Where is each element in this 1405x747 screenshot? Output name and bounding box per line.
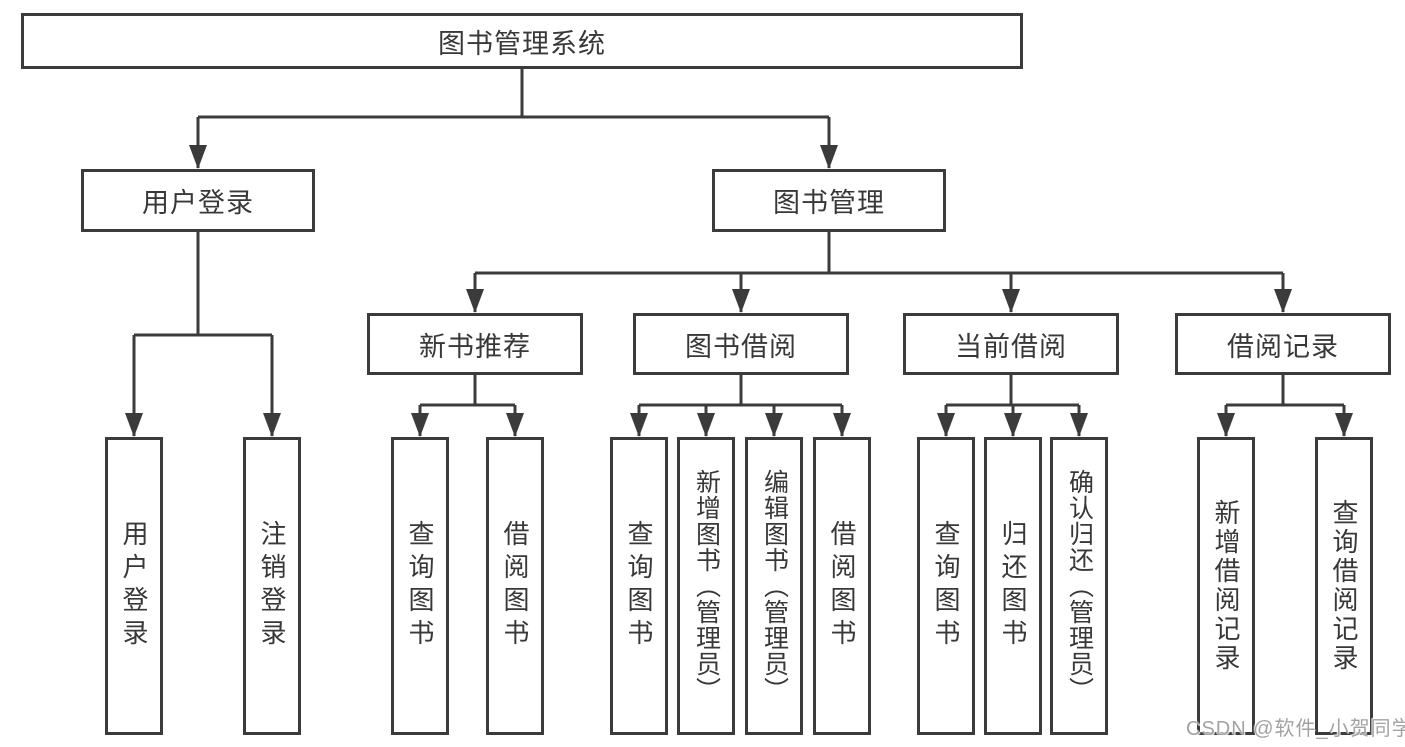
leaf-query-books-borrow: 查询图书 [610,437,668,735]
node-label: 图书借阅 [685,331,797,362]
leaf-add-books-admin: 新增图书（管理员） [677,437,735,735]
leaf-label: 借阅图书 [500,520,530,652]
leaf-add-borrow-record: 新增借阅记录 [1197,437,1255,735]
leaf-label: 确认归还（管理员） [1065,469,1094,703]
node-user-login: 用户登录 [81,169,315,232]
leaf-query-books-recommend: 查询图书 [391,437,449,735]
leaf-label: 新增图书（管理员） [692,469,721,703]
leaf-logout: 注销登录 [243,437,301,735]
node-label: 图书管理系统 [438,28,606,59]
node-label: 借阅记录 [1227,331,1339,362]
node-borrow-record: 借阅记录 [1175,313,1391,375]
leaf-borrow-books: 借阅图书 [813,437,871,735]
node-label: 当前借阅 [955,331,1067,362]
node-label: 图书管理 [773,188,885,218]
csdn-watermark: CSDN @软件_小贺同学 [1186,718,1405,740]
leaf-label: 查询图书 [624,520,654,652]
leaf-borrow-books-recommend: 借阅图书 [486,437,544,735]
leaf-label: 查询图书 [405,520,435,652]
leaf-query-books-current: 查询图书 [917,437,975,735]
node-root-system: 图书管理系统 [21,13,1023,69]
leaf-label: 编辑图书（管理员） [760,469,789,703]
node-book-borrow: 图书借阅 [633,313,849,375]
leaf-label: 查询借阅记录 [1329,499,1359,673]
arrowheads [125,145,1353,437]
node-book-management: 图书管理 [712,169,946,232]
leaf-label: 用户登录 [119,520,149,652]
leaf-label: 查询图书 [931,520,961,652]
leaf-user-login: 用户登录 [105,437,163,735]
node-new-book-recommend: 新书推荐 [367,313,583,375]
leaf-label: 新增借阅记录 [1211,499,1241,673]
leaf-query-borrow-record: 查询借阅记录 [1315,437,1373,735]
node-label: 用户登录 [142,188,254,218]
leaf-return-books: 归还图书 [984,437,1042,735]
leaf-confirm-return-admin: 确认归还（管理员） [1050,437,1108,735]
leaf-label: 注销登录 [257,520,287,652]
leaf-edit-books-admin: 编辑图书（管理员） [745,437,803,735]
leaf-label: 借阅图书 [827,520,857,652]
leaf-label: 归还图书 [998,520,1028,652]
node-current-borrow: 当前借阅 [903,313,1119,375]
node-label: 新书推荐 [419,331,531,362]
